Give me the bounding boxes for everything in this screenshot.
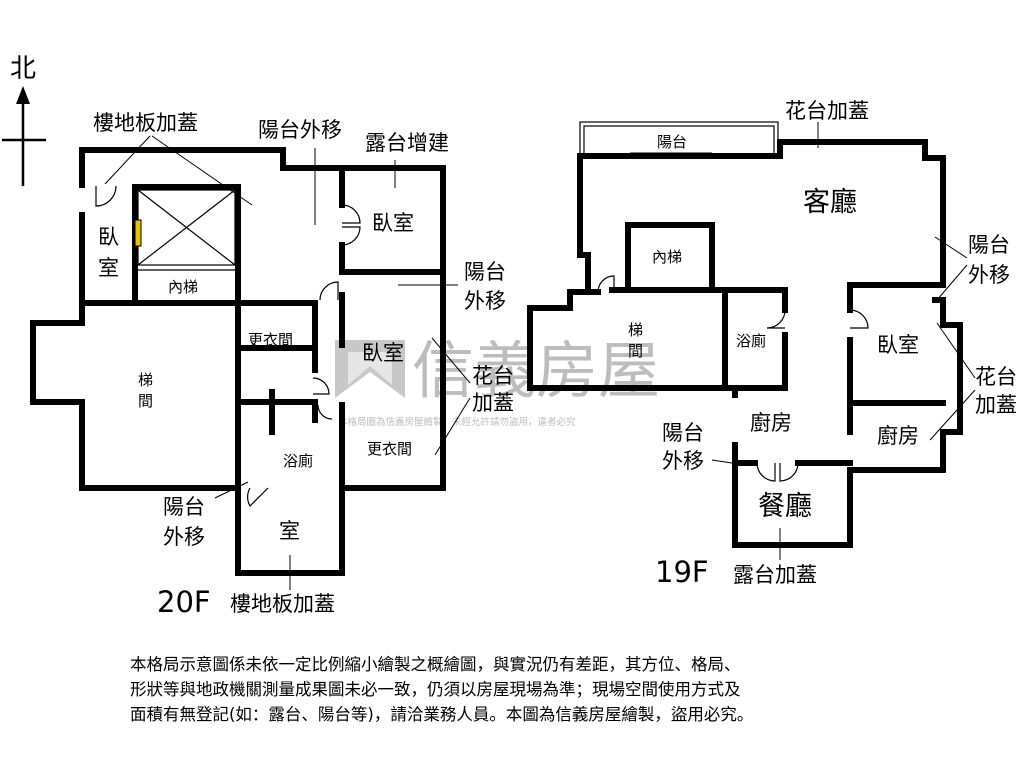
room-19f-living: 客廳 — [803, 187, 857, 218]
note-20f-balcony-move-mid: 陽台 — [464, 260, 506, 284]
room-19f-bathroom: 浴廁 — [736, 332, 766, 350]
room-19f-stairwell-2: 間 — [628, 342, 643, 360]
floor-label-19f: 19F — [655, 555, 709, 589]
disclaimer-line: 形狀等與地政機關測量成果圖未必一致，仍須以房屋現場為準；現場空間使用方式及 — [130, 680, 741, 699]
watermark-notice: 本格局圖為信義房屋繪製，未經允許請勿盜用，違者必究 — [338, 416, 576, 428]
note-20f-planter-mid: 花台 — [472, 364, 514, 388]
note-19f-balcony-move-low: 陽台 — [662, 421, 704, 445]
note-19f-balcony-move-2: 外移 — [968, 263, 1010, 287]
room-20f-bedroom-nw-2: 室 — [98, 256, 119, 280]
note-20f-balcony-move-top: 陽台外移 — [258, 118, 342, 142]
room-20f-stairwell-2: 間 — [138, 392, 153, 410]
note-20f-floor-slab-bottom: 樓地板加蓋 — [230, 592, 335, 616]
room-20f-bedroom-mid: 臥室 — [362, 341, 404, 365]
disclaimer-line: 面積有無登記(如：露台、陽台等)，請洽業務人員。本圖為信義房屋繪製，盜用必究。 — [130, 705, 754, 724]
note-20f-planter-mid-2: 加蓋 — [472, 391, 514, 415]
floor-label-20f: 20F — [157, 585, 211, 619]
note-19f-terrace: 露台加蓋 — [733, 563, 817, 587]
note-20f-balcony-move-low: 陽台 — [163, 495, 205, 519]
room-20f-bathroom: 浴廁 — [283, 452, 313, 470]
room-19f-bedroom: 臥室 — [877, 333, 919, 357]
room-19f-inner-stairs: 內梯 — [652, 248, 682, 266]
room-20f-closet-lower: 更衣間 — [367, 440, 412, 458]
note-19f-planter-top: 花台加蓋 — [785, 99, 869, 123]
room-20f-bedroom-ne: 臥室 — [372, 211, 414, 235]
note-20f-balcony-move-low-2: 外移 — [163, 525, 205, 549]
plan-20f: 臥 室 內梯 臥室 梯 間 更衣間 臥室 更衣間 浴廁 室 樓地板加蓋 陽台外移… — [30, 111, 514, 619]
room-19f-stairwell: 梯 — [628, 321, 643, 339]
room-20f-inner-stairs: 內梯 — [168, 278, 198, 296]
note-20f-balcony-move-mid-2: 外移 — [464, 289, 506, 313]
note-20f-terrace-add: 露台增建 — [365, 131, 449, 155]
plan-19f: 陽台 客廳 內梯 梯 間 浴廁 臥室 廚房 廚房 餐廳 花台加蓋 陽台 外移 花… — [527, 99, 1017, 589]
note-19f-planter-2: 加蓋 — [975, 393, 1017, 417]
room-20f-bedroom-nw: 臥 — [98, 225, 119, 249]
room-20f-stairwell: 梯 — [138, 371, 153, 389]
disclaimer-line: 本格局示意圖係未依一定比例縮小繪製之概繪圖，與實況仍有差距，其方位、格局、 — [130, 655, 741, 674]
watermark: 信義房屋 本格局圖為信義房屋繪製，未經允許請勿盜用，違者必究 — [335, 334, 660, 428]
north-arrow: 北 — [2, 54, 46, 186]
note-19f-balcony-move-low-2: 外移 — [662, 449, 704, 473]
floor-plan: 信義房屋 本格局圖為信義房屋繪製，未經允許請勿盜用，違者必究 北 — [2, 54, 1017, 619]
watermark-brand: 信義房屋 — [412, 334, 660, 407]
north-label: 北 — [10, 54, 36, 84]
room-19f-balcony: 陽台 — [657, 133, 687, 151]
room-19f-kitchen: 廚房 — [750, 411, 792, 435]
note-20f-floor-slab-top: 樓地板加蓋 — [93, 111, 198, 135]
room-20f-room: 室 — [279, 519, 300, 543]
note-19f-planter: 花台 — [975, 365, 1017, 389]
note-19f-balcony-move: 陽台 — [968, 233, 1010, 257]
room-19f-dining: 餐廳 — [758, 491, 812, 522]
disclaimer-text: 本格局示意圖係未依一定比例縮小繪製之概繪圖，與實況仍有差距，其方位、格局、 形狀… — [130, 652, 910, 727]
room-19f-kitchen-2: 廚房 — [877, 424, 919, 448]
room-20f-closet-upper: 更衣間 — [248, 331, 293, 349]
